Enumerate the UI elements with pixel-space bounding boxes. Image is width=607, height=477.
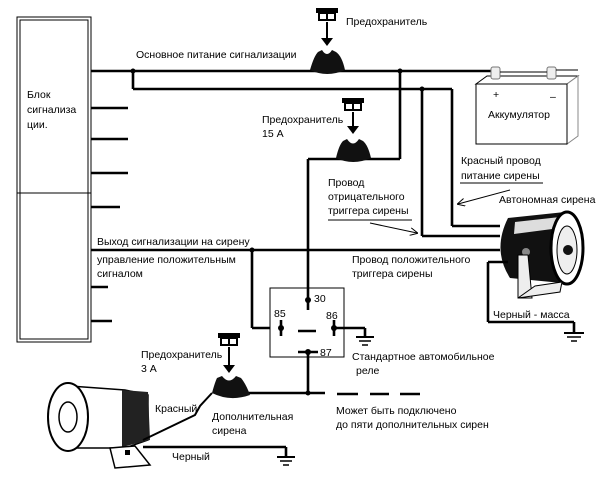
fuse-icon <box>316 8 338 21</box>
battery-minus-sign: – <box>550 91 556 103</box>
black-ground-label: Черный - масса <box>493 309 570 321</box>
relay-label-line-1: Стандартное автомобильное <box>352 351 495 363</box>
arrow-down-icon <box>347 126 359 134</box>
neg-trigger-label-line-2: отрицательного <box>328 191 405 203</box>
alarm-unit-stub-wires <box>91 106 128 323</box>
extra-siren-red-label: Красный <box>155 403 197 415</box>
alarm-unit-label-line-3: ции. <box>27 119 48 131</box>
fuse-icon <box>342 98 364 111</box>
ground-icon <box>564 332 584 342</box>
fuse-15a-label-line-1: Предохранитель <box>262 114 344 126</box>
fuse-3a-label-line-1: Предохранитель <box>141 349 223 361</box>
battery-minus-terminal <box>546 66 557 80</box>
fuse-main-label: Предохранитель <box>346 16 428 28</box>
main-power-label: Основное питание сигнализации <box>136 49 297 61</box>
main-power-wire <box>91 68 500 300</box>
alarm-unit-block: Блок сигнализа ции. <box>16 16 92 343</box>
alarm-unit-label-line-1: Блок <box>27 89 51 101</box>
fuse-icon <box>218 333 240 346</box>
more-sirens-label-line-2: до пяти дополнительных сирен <box>336 419 489 431</box>
output-label: Выход сигнализации на сирену <box>97 236 250 248</box>
ground-icon <box>356 336 374 346</box>
battery-plus-sign: + <box>493 89 499 101</box>
positive-control-label-line-1: управление положительным <box>97 254 236 266</box>
autonomous-siren: Автономная сирена Черный - масса <box>486 194 596 342</box>
extra-siren-label-line-2: сирена <box>212 425 247 437</box>
fuse-15a-label-line-2: 15 А <box>262 128 284 140</box>
negative-trigger-annotation: Провод отрицательного триггера сирены <box>328 177 417 233</box>
battery-label: Аккумулятор <box>488 109 550 121</box>
additional-siren: Красный Черный Дополнительная сирена <box>47 382 295 469</box>
fuse-holder-icon <box>310 50 345 74</box>
relay-pin-86: 86 <box>326 310 338 322</box>
extra-siren-feed-wire <box>246 390 420 396</box>
positive-control-label-line-2: сигналом <box>97 268 143 280</box>
neg-trigger-label-line-3: триггера сирены <box>328 205 409 217</box>
fuse-15a: Предохранитель 15 А <box>262 98 371 162</box>
fuse-holder-icon <box>336 139 371 162</box>
more-sirens-label-line-1: Может быть подключено <box>336 405 457 417</box>
fuse-3a: Предохранитель 3 А <box>141 333 250 399</box>
relay-pin-85: 85 <box>274 308 286 320</box>
extra-siren-black-label: Черный <box>172 451 210 463</box>
neg-trigger-label-line-1: Провод <box>328 177 364 189</box>
extra-siren-label-line-1: Дополнительная <box>212 411 293 423</box>
red-wire-label-line-2: питание сирены <box>461 170 540 182</box>
pos-trigger-label-line-2: триггера сирены <box>352 268 433 280</box>
pos-trigger-label-line-1: Провод положительного <box>352 254 471 266</box>
relay: 30 85 86 87 Стандартное автомобильное ре… <box>269 287 495 392</box>
battery-plus-terminal <box>490 66 501 80</box>
red-wire-label-line-1: Красный провод <box>461 155 541 167</box>
ground-icon <box>277 456 295 466</box>
relay-pin-87: 87 <box>320 347 332 359</box>
autonomous-siren-label: Автономная сирена <box>499 194 596 206</box>
alarm-unit-label-line-2: сигнализа <box>27 104 76 116</box>
main-fuse: Предохранитель <box>310 8 428 74</box>
relay-label-line-2: реле <box>356 365 379 377</box>
battery: + – Аккумулятор <box>474 66 580 145</box>
arrow-down-icon <box>223 365 235 373</box>
fuse-holder-icon <box>212 376 250 399</box>
red-wire-annotation: Красный провод питание сирены <box>458 155 543 204</box>
fuse-3a-label-line-2: 3 А <box>141 363 157 375</box>
relay-pin-30: 30 <box>314 293 326 305</box>
